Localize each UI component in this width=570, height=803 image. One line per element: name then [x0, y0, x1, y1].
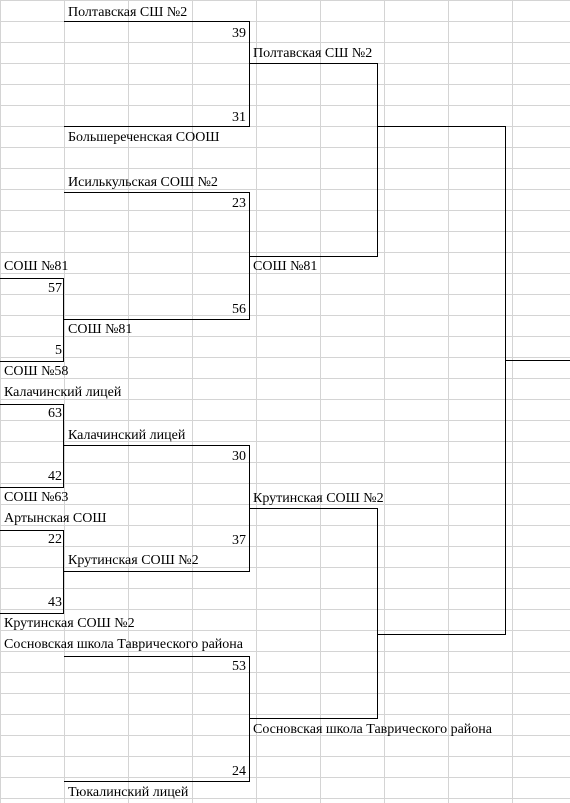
team-kalach-r1: Калачинский лицей — [4, 385, 122, 400]
team-soch81-r1: СОШ №81 — [4, 259, 69, 274]
bracket-line — [64, 781, 250, 782]
bracket-line — [64, 126, 250, 127]
team-bolsh-r2: Большереченская СООШ — [68, 130, 220, 145]
bracket-line — [63, 404, 64, 488]
bracket-line — [0, 404, 64, 405]
bracket-line — [378, 126, 506, 127]
bracket-line — [63, 278, 64, 362]
team-sosn-r2: Сосновская школа Таврического района — [4, 637, 243, 652]
bracket-line — [63, 530, 64, 614]
bracket-line — [249, 445, 250, 572]
bracket-line — [0, 278, 64, 279]
bracket-line — [506, 360, 570, 361]
team-isil-r2: Исилькульская СОШ №2 — [68, 175, 218, 190]
team-kalach-r2: Калачинский лицей — [68, 428, 186, 443]
team-soch63-r1: СОШ №63 — [4, 490, 69, 505]
team-poltava-r2: Полтавская СШ №2 — [68, 5, 188, 20]
team-krut-r2: Крутинская СОШ №2 — [68, 553, 199, 568]
bracket-line — [64, 319, 250, 320]
bracket-line — [0, 530, 64, 531]
score-krut-r2: 37 — [232, 533, 246, 548]
score-kalach-r1: 63 — [48, 406, 62, 421]
team-soch58-r1: СОШ №58 — [4, 364, 69, 379]
score-soch81-r1: 57 — [48, 281, 62, 296]
bracket-line — [64, 445, 250, 446]
bracket-line — [64, 571, 250, 572]
team-krut-r1: Крутинская СОШ №2 — [4, 616, 135, 631]
score-soch63-r1: 42 — [48, 469, 62, 484]
team-soch81-r3: СОШ №81 — [253, 259, 318, 274]
score-bolsh-r2: 31 — [232, 110, 246, 125]
score-soch58-r1: 5 — [55, 343, 62, 358]
bracket-line — [64, 192, 250, 193]
score-artyn-r1: 22 — [48, 532, 62, 547]
score-sosn-r2: 53 — [232, 659, 246, 674]
bracket-line — [64, 21, 250, 22]
bracket-line — [64, 656, 250, 657]
bracket-line — [505, 126, 506, 635]
bracket-line — [0, 613, 64, 614]
score-soch81-r2: 56 — [232, 302, 246, 317]
bracket-line — [249, 656, 250, 782]
bracket-line — [250, 508, 378, 509]
bracket-line — [249, 21, 250, 127]
score-kalach-r2: 30 — [232, 449, 246, 464]
bracket-line — [250, 63, 378, 64]
team-artyn-r1: Артынская СОШ — [4, 511, 107, 526]
team-sosn-r3: Сосновская школа Таврического района — [253, 722, 492, 737]
score-isil-r2: 23 — [232, 196, 246, 211]
score-poltava-r2: 39 — [232, 26, 246, 41]
bracket-line — [249, 192, 250, 320]
bracket-line — [377, 508, 378, 719]
bracket-line — [250, 718, 378, 719]
bracket-line — [250, 256, 378, 257]
bracket-line — [0, 361, 64, 362]
score-tyuk-r2: 24 — [232, 764, 246, 779]
score-krut-r1: 43 — [48, 595, 62, 610]
bracket-line — [378, 634, 506, 635]
team-tyuk-r2: Тюкалинский лицей — [68, 785, 189, 800]
team-soch81-r2: СОШ №81 — [68, 322, 133, 337]
bracket-line — [0, 487, 64, 488]
bracket-line — [377, 63, 378, 257]
team-poltava-r3: Полтавская СШ №2 — [253, 46, 373, 61]
team-krut-r3: Крутинская СОШ №2 — [253, 491, 384, 506]
